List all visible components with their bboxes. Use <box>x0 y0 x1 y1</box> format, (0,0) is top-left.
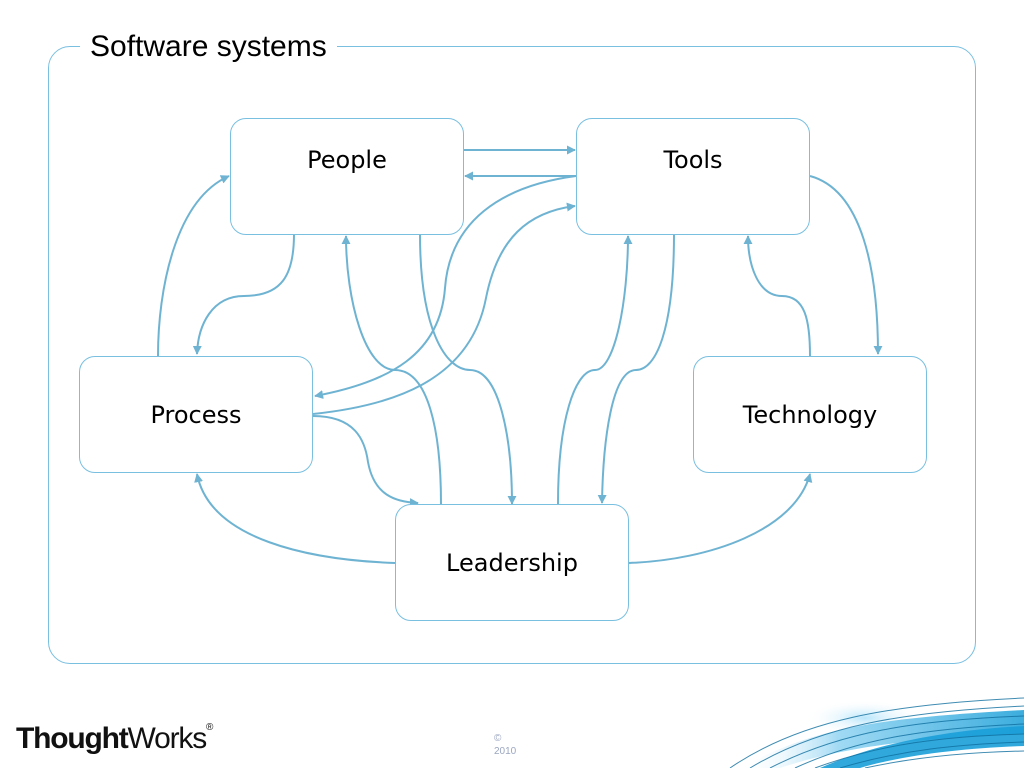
node-leadership-label: Leadership <box>446 548 578 577</box>
arrow-leadership-to-people <box>341 235 442 505</box>
arrow-process-to-people <box>157 175 230 357</box>
decorative-wave-graphic <box>729 697 1024 768</box>
arrow-tools-to-process <box>314 175 577 399</box>
node-tools: Tools <box>576 118 810 235</box>
node-technology: Technology <box>693 356 927 473</box>
arrow-tools-to-leadership <box>597 233 675 504</box>
arrow-people-to-process <box>192 233 295 355</box>
node-people: People <box>230 118 464 235</box>
logo-regular-text: Works <box>127 722 208 755</box>
node-tools-label: Tools <box>663 145 723 174</box>
logo-bold-text: Thought <box>16 722 129 755</box>
arrow-leadership-to-process <box>194 473 396 564</box>
node-process: Process <box>79 356 313 473</box>
node-technology-label: Technology <box>742 400 878 429</box>
diagram-frame <box>48 46 976 664</box>
node-leadership: Leadership <box>395 504 629 621</box>
arrow-leadership-to-technology <box>628 473 813 564</box>
registered-mark: ® <box>206 722 214 733</box>
copyright-year: 2010 <box>494 746 517 757</box>
slide-title: Software systems <box>80 28 337 66</box>
copyright-notice: © 2010 <box>494 732 516 758</box>
arrow-leadership-to-tools <box>557 235 633 505</box>
node-process-label: Process <box>150 400 242 429</box>
arrow-technology-to-tools <box>743 235 811 357</box>
arrow-people-to-leadership <box>419 233 517 505</box>
thoughtworks-logo: ThoughtWorks® <box>16 722 213 756</box>
node-people-label: People <box>307 145 387 174</box>
arrow-process-to-leadership <box>312 415 419 508</box>
arrow-tools-to-technology <box>809 175 883 355</box>
copyright-symbol: © <box>494 733 502 744</box>
arrow-process-to-tools <box>312 202 576 415</box>
